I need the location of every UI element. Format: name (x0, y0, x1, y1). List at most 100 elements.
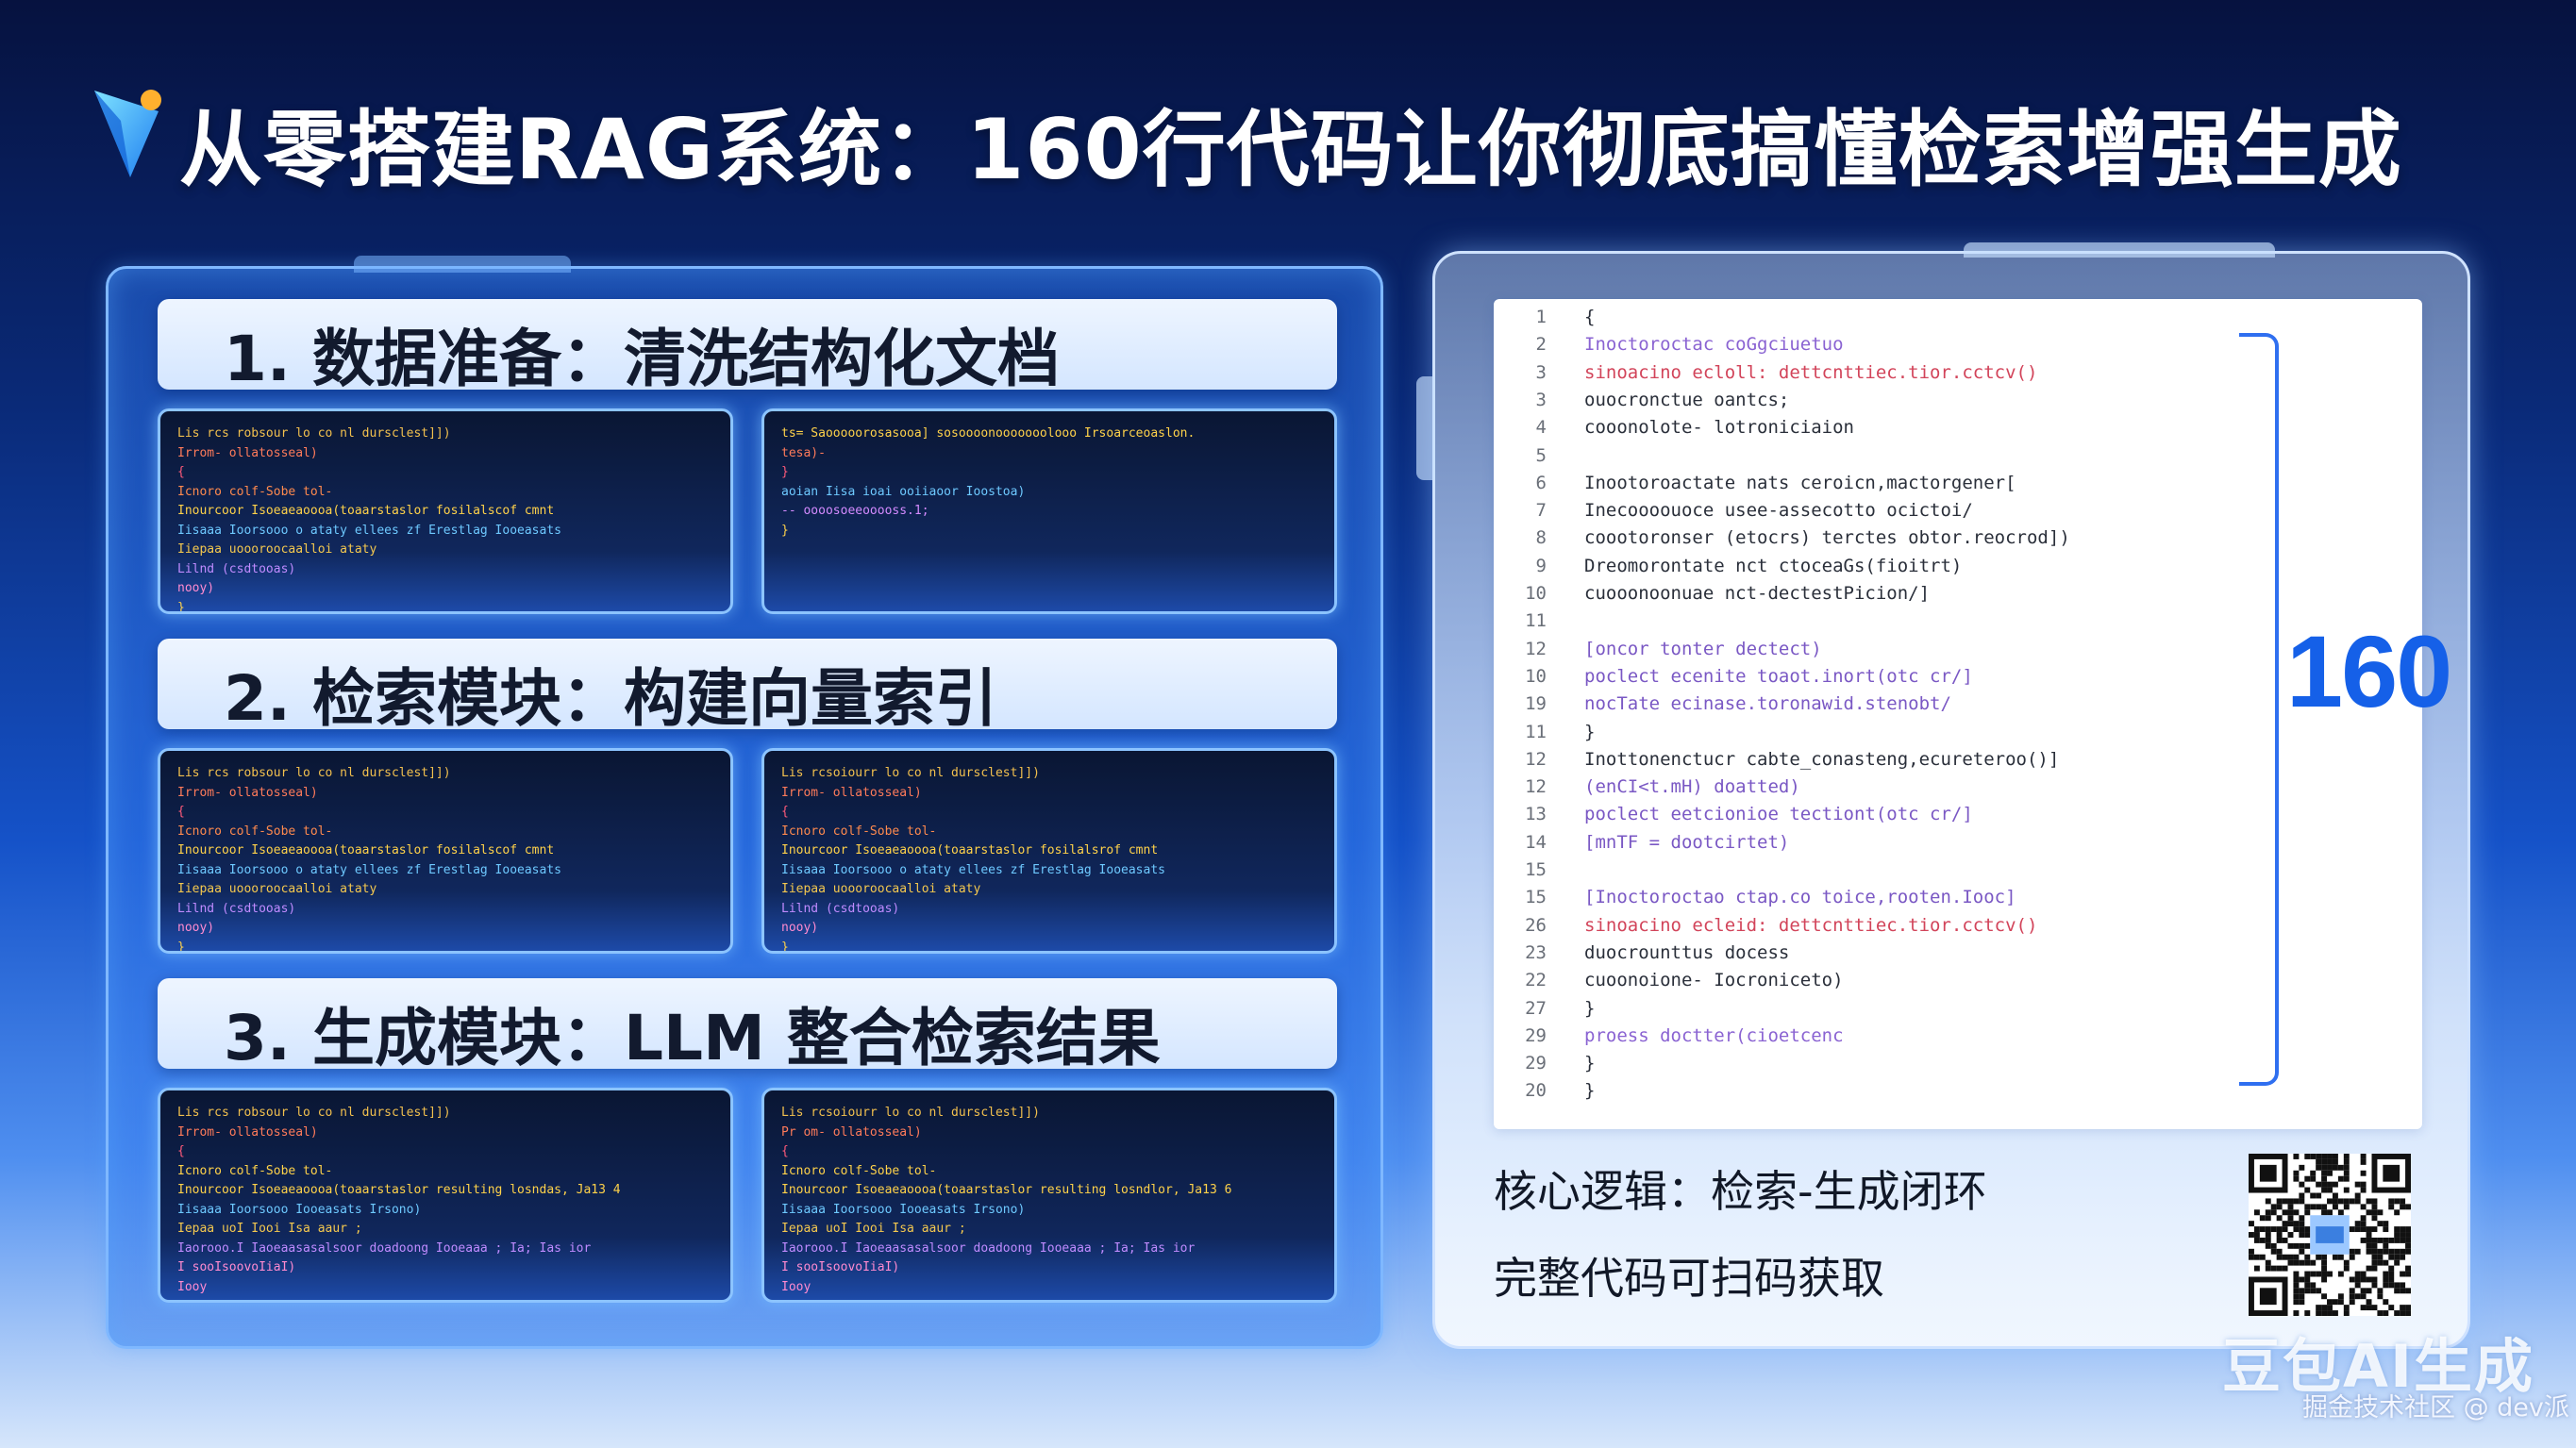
line-number: 14 (1525, 831, 1547, 853)
section-heading-2: 2. 检索模块：构建向量索引 (158, 639, 1337, 735)
code-row: 22 cuoonoione- Iocroniceto) (1494, 970, 2422, 997)
code-line: Lis rcs robsour lo co nl dursclest]]) (177, 426, 451, 441)
code-line: Iaorooo.I Iaoeaasasalsoor doadoong Iooea… (781, 1240, 1196, 1256)
line-number: 12 (1525, 638, 1547, 659)
code-text: sinoacino ecloll: dettcnttiec.tior.cctcv… (1584, 361, 2038, 383)
code-text: } (1584, 997, 1596, 1019)
line-number: 12 (1525, 748, 1547, 770)
line-number: 27 (1525, 997, 1547, 1019)
line-number: 15 (1525, 859, 1547, 880)
code-row: 1 { (1494, 307, 2422, 334)
code-card: Lis rcsoiourr lo co nl dursclest]])Irrom… (761, 748, 1337, 954)
code-line: nooy) (177, 921, 215, 935)
code-line: Irrom- ollatosseal) (177, 1124, 318, 1140)
line-number: 20 (1525, 1080, 1547, 1102)
code-line: Lis rcs robsour lo co nl dursclest]]) (177, 1106, 451, 1120)
code-line: Inourcoor Isoeaeaoooa(toaarstaslor fosil… (177, 504, 555, 518)
code-row: 20 } (1494, 1080, 2422, 1107)
line-number: 3 (1535, 361, 1547, 383)
code-row: 5 (1494, 445, 2422, 473)
code-row: 13 poclect eetcionioe tectiont(otc cr/] (1494, 804, 2422, 831)
code-card: Lis rcs robsour lo co nl dursclest]]) Irr… (158, 748, 733, 954)
code-line: Inourcoor Isoeaeaoooa(toaarstaslor fosil… (177, 843, 555, 857)
code-text: poclect ecenite toaot.inort(otc cr/] (1584, 665, 1973, 687)
code-line: ts= Saooooorosasooa] sosoooonooooooolooo… (781, 426, 1196, 441)
code-text: Dreomorontate nct ctoceaGs(fioitrt) (1584, 555, 1963, 576)
scan-qr-caption: 完整代码可扫码获取 (1494, 1253, 1884, 1304)
code-row: 11 } (1494, 722, 2422, 749)
code-text: (enCI<t.mH) doatted) (1584, 776, 1800, 798)
code-row: 27 } (1494, 998, 2422, 1025)
code-row: 10 poclect ecenite toaot.inort(otc cr/] (1494, 666, 2422, 693)
code-row: 2 Inoctoroctac coGgciuetuo (1494, 334, 2422, 361)
code-range-bracket (2239, 333, 2279, 1086)
ai-generated-watermark: 豆包AI生成 (2222, 1332, 2535, 1401)
code-card: Lis rcs robsour lo co nl dursclest]]) Irr… (158, 1088, 733, 1303)
code-line: Icnoro colf-Sobe tol- (781, 824, 937, 839)
code-line: Icnoro colf-Sobe tol- (177, 484, 333, 499)
code-line: Lilnd (csdtooas) (781, 901, 900, 916)
code-row: 9 Dreomorontate nct ctoceaGs(fioitrt) (1494, 556, 2422, 583)
code-line: Irrom- ollatosseal) (177, 785, 318, 800)
code-line: Iisaaa Ioorsooo Iooeasats Irsono) (781, 1202, 1026, 1217)
code-line: Iiepaa uoooroocaalloi ataty (177, 542, 377, 557)
code-line: Icnoro colf-Sobe tol- (177, 824, 333, 839)
code-line: I sooIsoovoIiaI) (781, 1260, 900, 1274)
line-number: 10 (1525, 665, 1547, 687)
code-row: 3 ouocronctue oantcs; (1494, 390, 2422, 417)
bookmark-logo-icon (94, 90, 161, 177)
code-line: } (781, 465, 789, 479)
line-number: 6 (1535, 472, 1547, 493)
line-number: 26 (1525, 914, 1547, 936)
code-text: [mnTF = dootcirtet) (1584, 831, 1790, 853)
code-line: tesa)- (781, 445, 826, 460)
code-row: 6 Inootoroactate nats ceroicn,mactorgene… (1494, 473, 2422, 500)
line-count-number: 160 (2286, 614, 2452, 728)
code-line: Iooy (177, 1279, 208, 1294)
code-row: 3 sinoacino ecloll: dettcnttiec.tior.cct… (1494, 362, 2422, 390)
section-label: 3. 生成模块：LLM 整合检索结果 (224, 1002, 1161, 1074)
code-row: 29 proess doctter(cioetcenc (1494, 1025, 2422, 1053)
panel-notch (1964, 242, 2275, 258)
code-row: 29 } (1494, 1053, 2422, 1080)
code-text: cooonolote- lotroniciaion (1584, 417, 1854, 439)
code-line: } (781, 940, 789, 954)
code-line: } (781, 523, 789, 538)
line-number: 29 (1525, 1053, 1547, 1074)
code-row: 12 (enCI<t.mH) doatted) (1494, 776, 2422, 804)
code-text: } (1584, 721, 1596, 742)
line-number: 2 (1535, 334, 1547, 356)
code-text: sinoacino ecleid: dettcnttiec.tior.cctcv… (1584, 914, 2038, 936)
code-line: Iisaaa Ioorsooo o ataty ellees zf Erestl… (177, 862, 561, 877)
code-line: Iisaaa Ioorsooo o ataty ellees zf Erestl… (177, 523, 561, 538)
code-line: I sooIsoovoIiaI) (177, 1260, 296, 1274)
line-number: 5 (1535, 444, 1547, 466)
qr-code-icon[interactable] (2249, 1154, 2411, 1316)
code-line: aoian Iisa ioai ooiiaoor Ioostoa) (781, 484, 1026, 499)
code-text: Inoctoroctac coGgciuetuo (1584, 334, 1844, 356)
line-number: 8 (1535, 527, 1547, 549)
code-line: Iaorooo.I Iaoeaasasalsoor doadoong Iooea… (177, 1240, 592, 1256)
code-row: 15 (1494, 859, 2422, 887)
code-line: } (177, 1297, 713, 1300)
code-line: Iooy (781, 1279, 811, 1294)
code-row: 26 sinoacino ecleid: dettcnttiec.tior.cc… (1494, 915, 2422, 942)
code-text: [Inoctoroctao ctap.co toice,rooten.Iooc] (1584, 887, 2016, 908)
code-line: { (177, 805, 185, 819)
panel-side-tab (1416, 376, 1435, 480)
code-text: proess doctter(cioetcenc (1584, 1024, 1844, 1046)
line-number: 13 (1525, 804, 1547, 825)
core-logic-caption: 核心逻辑：检索-生成闭环 (1494, 1166, 1987, 1217)
section-label: 2. 检索模块：构建向量索引 (224, 662, 997, 735)
code-line: Iisaaa Ioorsooo o ataty ellees zf Erestl… (781, 862, 1165, 877)
code-line: Iiepaa uoooroocaalloi ataty (781, 882, 981, 896)
code-line: Iepaa uoI Iooi Isa aaur ; (781, 1222, 966, 1236)
code-row: 11 (1494, 610, 2422, 638)
code-line: Lis rcs robsour lo co nl dursclest]]) (177, 766, 451, 780)
line-number: 23 (1525, 941, 1547, 963)
code-line: Iiepaa uoooroocaalloi ataty (177, 882, 377, 896)
code-line: Lilnd (csdtooas) (177, 561, 296, 576)
code-card: Lis rcsoiourr lo co nl dursclest]])Pr om… (761, 1088, 1337, 1303)
code-line: Icnoro colf-Sobe tol- (177, 1163, 333, 1178)
